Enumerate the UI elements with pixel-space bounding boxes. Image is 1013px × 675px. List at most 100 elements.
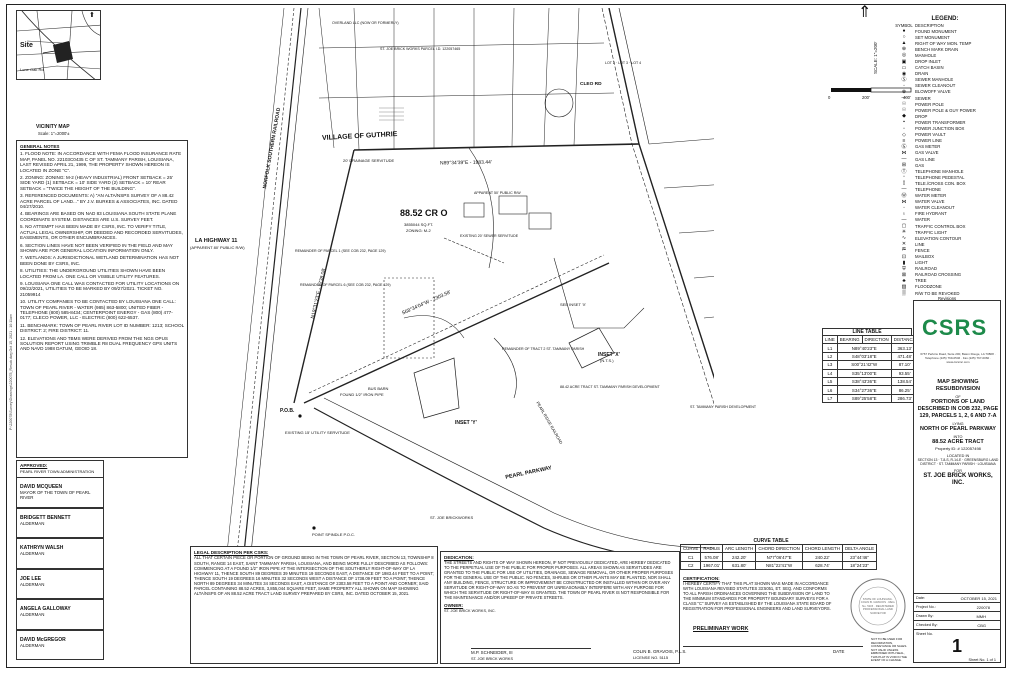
legend-description: GAS VALVE xyxy=(915,150,939,156)
legend-item: ▪POWER TRANSFORMER xyxy=(893,119,997,125)
vicinity-road-label: Lone Oak Rd xyxy=(20,67,44,72)
certification-title: CERTIFICATION: xyxy=(683,576,720,581)
table-cell: 18°24'23" xyxy=(841,560,878,571)
poc-marker xyxy=(312,526,316,530)
legend-item: ◆DROP xyxy=(893,113,997,119)
drawn-label: Drawn By: xyxy=(916,614,934,618)
table-header-cell: CHORD LENGTH xyxy=(801,543,843,554)
table-cell: 576.08' xyxy=(700,552,724,562)
legend-description: GAS METER xyxy=(915,144,941,150)
general-note-item: 5. NO ATTEMPT HAS BEEN MADE BY CSRS, INC… xyxy=(20,224,183,241)
legend-symbol-icon: ▒ xyxy=(902,290,906,297)
found-pipe-label: FOUND 1/2" IRON PIPE xyxy=(340,392,384,397)
legend-symbol-header: SYMBOL xyxy=(895,23,913,28)
legend-symbol-icon: ⊞ xyxy=(901,162,907,169)
general-notes-title: GENERAL NOTES xyxy=(20,144,60,149)
legend-symbol-icon: ⋈ xyxy=(901,149,907,156)
legend-item: ♁FIRE HYDRANT xyxy=(893,211,997,217)
legend-item: ⊠ RAILROAD CROSSING xyxy=(893,272,997,278)
legend-item: —WATER xyxy=(893,217,997,223)
table-cell: S38°43'36"E xyxy=(836,376,892,387)
approver-role: ALDERMAN xyxy=(20,612,45,617)
plan-annotation-label: LOT 2 · LOT 3 · LOT 4 xyxy=(605,61,642,65)
approver-role: ALDERMAN xyxy=(20,581,45,587)
legend-symbol-icon: ▪ xyxy=(903,119,905,126)
legend-item: —SEWER xyxy=(893,95,997,101)
legend-list: ●FOUND MONUMENT○SET MONUMENT▲RIGHT OF WA… xyxy=(893,28,997,296)
table-cell: C2 xyxy=(679,560,702,571)
legend-symbol-icon: ▯ xyxy=(902,180,906,187)
general-notes-panel: GENERAL NOTES 1. FLOOD NOTE: IN ACCORDAN… xyxy=(16,140,188,458)
legend-symbol-icon: — xyxy=(901,186,907,193)
certification-date-label: DATE xyxy=(833,649,845,654)
legend-description: TELEPHONE xyxy=(915,186,942,192)
curve-table-title: CURVE TABLE xyxy=(753,538,789,544)
approver-name: BRIDGETT BENNETT xyxy=(20,514,71,521)
table-header-cell: BEARING xyxy=(836,334,863,345)
table-cell: 628.74' xyxy=(801,560,843,571)
legend-description: RAILROAD CROSSING xyxy=(915,272,962,278)
csrs-logo: CSRS xyxy=(922,315,988,340)
legend-description: ELEVATION CONTOUR xyxy=(915,235,962,241)
legend-description: TRAFFIC LIGHT xyxy=(915,229,947,235)
approver-role: MAYOR OF THE TOWN OF PEARL RIVER xyxy=(20,490,91,500)
title-property-id: Property ID: # 122057498 xyxy=(935,446,981,451)
title-lying: LYING xyxy=(952,422,964,426)
legend-item: ▮LIGHT xyxy=(893,260,997,266)
table-cell: N77°06'47"E xyxy=(755,552,803,562)
general-note-item: 4. BEARINGS ARE BASED ON NAD 83 LOUISIAN… xyxy=(20,211,177,222)
title-located: LOCATED IN xyxy=(946,454,970,458)
legend-item: ▭CATCH BASIN xyxy=(893,65,997,71)
line-table-title: LINE TABLE xyxy=(822,328,912,335)
tract-area: 3855044 SQ.FT. xyxy=(404,222,434,227)
title-north: NORTH OF PEARL PARKWAY xyxy=(920,426,996,432)
title-into: INTO xyxy=(953,435,963,439)
scale-bar xyxy=(831,87,912,93)
approver-name: KATHRYN WALSH xyxy=(20,545,64,551)
seal-text: STATE OF LOUISIANA · COLIN B. GRAVOIS · … xyxy=(860,597,896,615)
legend-description: TELEPHONE MANHOLE xyxy=(915,168,964,174)
legend-description: FENCE xyxy=(915,247,930,253)
table-cell: C1 xyxy=(679,552,702,562)
legend-symbol-icon: — xyxy=(901,95,907,102)
legend-symbol-icon: ⊠ xyxy=(901,271,907,278)
legend-symbol-icon: ● xyxy=(902,28,906,35)
legend-symbol-icon: ◉ xyxy=(901,70,907,77)
scale-label-200: 200' xyxy=(862,95,870,100)
approver-role: ALDERMAN xyxy=(20,551,45,556)
table-cell: S35°13'00"E xyxy=(836,368,892,378)
legend-description: RIGHT OF WAY MON. TEMP xyxy=(915,40,972,46)
legend-item: ⊡MAILBOX xyxy=(893,253,997,260)
legend-symbol-icon: ≡ xyxy=(902,137,906,144)
legend-description: DROP xyxy=(915,113,928,119)
legend-description: POWER POLE & GUY POWER xyxy=(915,107,976,113)
table-header-cell: RADIUS xyxy=(700,543,724,554)
legend-description: GAS LINE xyxy=(915,156,935,162)
legend-symbol-icon: ⋈ xyxy=(901,198,907,205)
legend-item: ▲RIGHT OF WAY MON. TEMP xyxy=(893,40,997,46)
legend-symbol-icon: ▣ xyxy=(901,58,907,65)
legal-description-panel: LEGAL DESCRIPTION PER CSRS: ALL THAT CER… xyxy=(190,546,438,664)
legend-symbol-icon: ⊕ xyxy=(901,46,907,53)
legend-panel: LEGEND: SYMBOL DESCRIPTION ●FOUND MONUME… xyxy=(893,16,997,296)
legend-description: WATER xyxy=(915,217,931,223)
general-note-item: 7. WETLANDS: A JURISDICTIONAL WETLAND DE… xyxy=(20,255,179,266)
legend-symbol-icon: Ⓣ xyxy=(901,168,907,175)
approver-name: DAVID McGREGOR xyxy=(20,636,66,643)
legend-description: BLOWOFF VALVE xyxy=(915,89,951,95)
legend-item: ☀TRAFFIC LIGHT xyxy=(893,229,997,235)
legend-symbol-icon: ✕ xyxy=(901,241,907,248)
see-inset-label: SEE INSET 'X' xyxy=(560,302,587,307)
date-label: Date: xyxy=(916,596,926,600)
inset-x-label: INSET 'X' xyxy=(598,352,620,358)
legend-item: ▨FLOODZONE xyxy=(893,284,997,290)
